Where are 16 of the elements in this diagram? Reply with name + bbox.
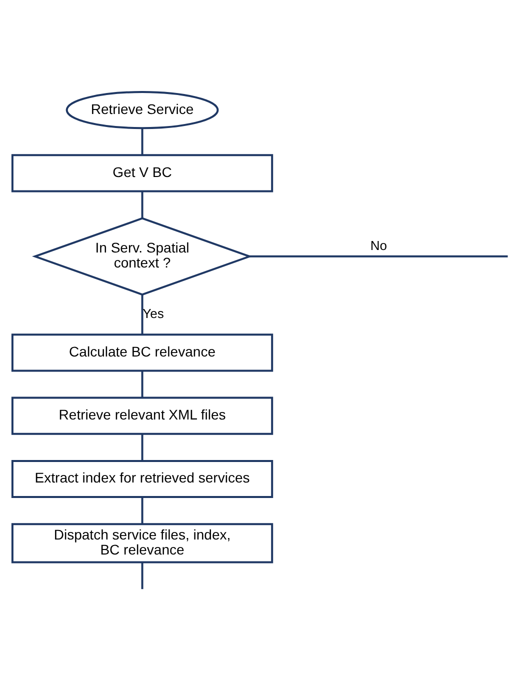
node-box: Extract index for retrieved services <box>11 459 274 498</box>
node-box: Dispatch service files, index, BC relevance <box>11 522 274 563</box>
node-box: Get V BC <box>11 154 274 192</box>
node-box: Calculate BC relevance <box>11 333 274 372</box>
connector <box>141 562 144 589</box>
node-ellipse: Retrieve Service <box>66 90 219 129</box>
connector <box>141 190 144 218</box>
connector <box>141 294 144 334</box>
connector <box>141 496 144 524</box>
connector <box>141 128 144 155</box>
connector <box>141 434 144 460</box>
connector <box>250 254 508 257</box>
connector <box>141 370 144 398</box>
node-box: Retrieve relevant XML files <box>11 396 274 434</box>
edge-label: Yes <box>142 305 164 320</box>
edge-label: No <box>370 237 388 252</box>
